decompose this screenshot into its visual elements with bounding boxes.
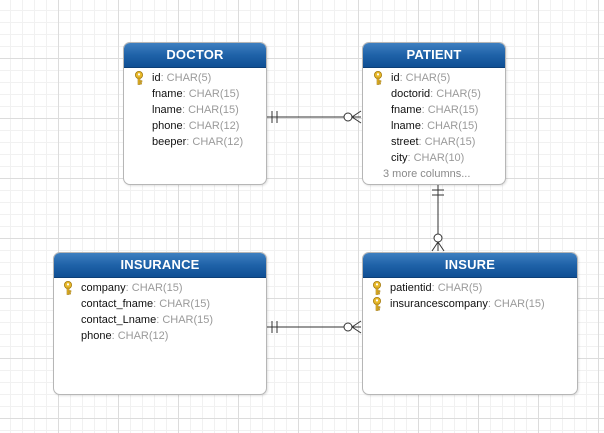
attribute-type: : CHAR(12) [186,136,244,148]
many-marker [351,116,362,124]
attribute-type: : CHAR(15) [153,298,210,310]
many-marker [431,241,439,252]
attribute-type: : CHAR(5) [430,88,481,100]
attribute-type: : CHAR(12) [111,330,169,342]
attribute-name: contact_fname [81,298,154,310]
attribute-list: id: CHAR(5) fname: CHAR(15) lname: CHAR(… [124,68,266,150]
attribute-type: : CHAR(15) [420,120,478,132]
attribute-row[interactable]: doctorid: CHAR(5) [363,86,505,102]
more-columns-link[interactable]: 3 more columns... [383,168,471,180]
attribute-type: : CHAR(15) [421,104,479,116]
attribute-name: lname [152,104,182,116]
attribute-row[interactable]: company: CHAR(15) [54,280,266,296]
key-icon [372,297,382,311]
key-icon [63,281,73,295]
attribute-type: : CHAR(10) [407,152,465,164]
attribute-row[interactable]: contact_fname: CHAR(15) [54,296,266,312]
attribute-list: company: CHAR(15) contact_fname: CHAR(15… [54,278,266,344]
attribute-type: : CHAR(15) [125,282,183,294]
entity-doctor[interactable]: DOCTOR id: CHAR(5) fname: CHAR(15) lname… [123,42,267,185]
attribute-name: contact_Lname [81,314,157,326]
many-marker [351,110,362,118]
entity-insure[interactable]: INSURE patientid: CHAR(5) insurancescomp… [362,252,578,395]
attribute-name: beeper [152,136,187,148]
attribute-name: company [81,282,126,294]
attribute-type: : CHAR(15) [487,298,545,310]
attribute-row[interactable]: lname: CHAR(15) [124,102,266,118]
attribute-row[interactable]: insurancescompany: CHAR(15) [363,296,577,312]
zero-marker [433,233,443,243]
attribute-row[interactable]: fname: CHAR(15) [363,102,505,118]
entity-insurance[interactable]: INSURANCE company: CHAR(15) contact_fnam… [53,252,267,395]
attribute-row[interactable]: id: CHAR(5) [363,70,505,86]
attribute-name: doctorid [391,88,431,100]
attribute-type: : CHAR(15) [182,88,240,100]
entity-title: INSURANCE [54,253,266,278]
zero-marker [343,112,353,122]
attribute-name: patientid [390,282,432,294]
attribute-type: : CHAR(12) [182,120,240,132]
attribute-type: : CHAR(5) [160,72,212,84]
entity-title: PATIENT [363,43,505,68]
key-icon [372,281,382,295]
attribute-row[interactable]: street: CHAR(15) [363,134,505,150]
attribute-name: city [391,152,408,164]
attribute-type: : CHAR(5) [431,282,483,294]
attribute-list: id: CHAR(5) doctorid: CHAR(5) fname: CHA… [363,68,505,182]
attribute-type: : CHAR(15) [156,314,214,326]
attribute-type: : CHAR(15) [418,136,476,148]
attribute-name: id [391,72,400,84]
attribute-row[interactable]: fname: CHAR(15) [124,86,266,102]
entity-title: INSURE [363,253,577,278]
attribute-name: id [152,72,161,84]
attribute-name: phone [152,120,183,132]
relationship-insurance-insure[interactable] [265,320,362,334]
many-marker [351,320,362,328]
many-marker [437,241,445,252]
attribute-row[interactable]: lname: CHAR(15) [363,118,505,134]
attribute-name: lname [391,120,421,132]
attribute-name: fname [152,88,183,100]
zero-marker [343,322,353,332]
attribute-row[interactable]: patientid: CHAR(5) [363,280,577,296]
attribute-name: street [391,136,419,148]
attribute-row[interactable]: phone: CHAR(12) [54,328,266,344]
attribute-type: : CHAR(15) [181,104,239,116]
attribute-list: patientid: CHAR(5) insurancescompany: CH… [363,278,577,312]
entity-title: DOCTOR [124,43,266,68]
relationship-doctor-patient[interactable] [265,110,362,124]
many-marker [351,326,362,334]
relationship-patient-insure[interactable] [431,183,445,252]
attribute-row[interactable]: phone: CHAR(12) [124,118,266,134]
attribute-name: insurancescompany [390,298,488,310]
attribute-name: fname [391,104,422,116]
key-icon [134,71,144,85]
entity-patient[interactable]: PATIENT id: CHAR(5) doctorid: CHAR(5) fn… [362,42,506,185]
attribute-row[interactable]: city: CHAR(10) [363,150,505,166]
attribute-row[interactable]: beeper: CHAR(12) [124,134,266,150]
attribute-type: : CHAR(5) [399,72,451,84]
attribute-name: phone [81,330,112,342]
attribute-row[interactable]: contact_Lname: CHAR(15) [54,312,266,328]
attribute-row[interactable]: id: CHAR(5) [124,70,266,86]
key-icon [373,71,383,85]
